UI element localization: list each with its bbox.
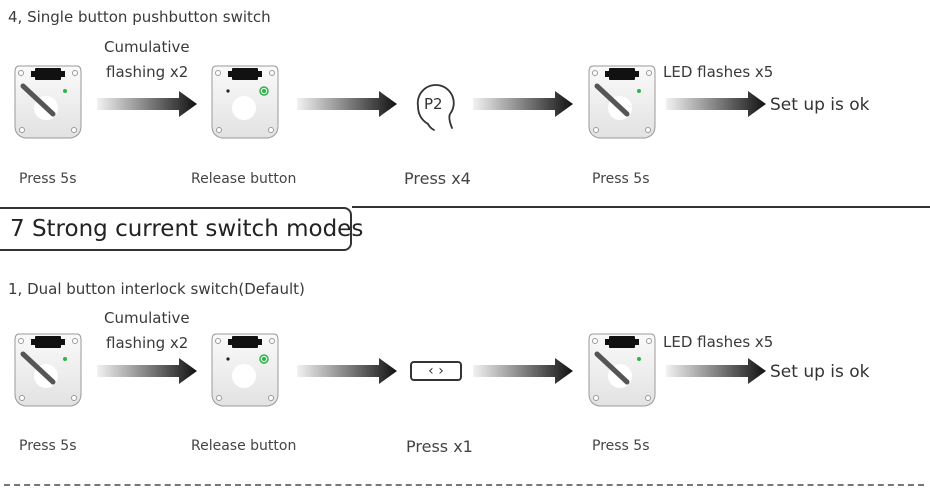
switch-module-icon (588, 333, 656, 407)
step1-label: Press 5s (19, 438, 77, 454)
setup-ok-text: Set up is ok (770, 362, 870, 382)
step2-label: Release button (191, 171, 297, 187)
switch-module-icon (14, 65, 82, 139)
switch-module-icon (588, 65, 656, 139)
led-flashes-note: LED flashes x5 (663, 63, 774, 81)
section-title-box (0, 207, 352, 251)
step3-label: Press x4 (404, 169, 471, 188)
step2-label: Release button (191, 438, 297, 454)
right-arrow-icon (666, 91, 766, 117)
section1-heading: 1, Dual button interlock switch(Default) (8, 280, 305, 298)
p2-icon-text: P2 (424, 95, 443, 113)
switch-module-icon (211, 333, 279, 407)
right-arrow-icon (666, 358, 766, 384)
cumulative-note-line2: flashing x2 (106, 63, 189, 81)
step4-label: Press 5s (592, 171, 650, 187)
section4-heading: 4, Single button pushbutton switch (8, 8, 271, 26)
cumulative-note-line2: flashing x2 (106, 334, 189, 352)
step3-label: Press x1 (406, 437, 473, 456)
section-title: 7 Strong current switch modes (10, 216, 364, 242)
right-arrow-icon (97, 358, 197, 384)
cumulative-note-line1: Cumulative (104, 309, 190, 327)
step1-label: Press 5s (19, 171, 77, 187)
cumulative-note-line1: Cumulative (104, 38, 190, 56)
right-arrow-icon (473, 91, 573, 117)
bottom-dashed-divider (4, 484, 924, 486)
interlock-button-icon: ‹ › (410, 361, 462, 381)
right-arrow-icon (297, 91, 397, 117)
section-divider (352, 206, 930, 208)
led-flashes-note: LED flashes x5 (663, 333, 774, 351)
right-arrow-icon (473, 358, 573, 384)
right-arrow-icon (97, 91, 197, 117)
setup-ok-text: Set up is ok (770, 95, 870, 115)
switch-module-icon (14, 333, 82, 407)
finger-tap-icon (416, 84, 455, 131)
switch-module-icon (211, 65, 279, 139)
right-arrow-icon (297, 358, 397, 384)
step4-label: Press 5s (592, 438, 650, 454)
